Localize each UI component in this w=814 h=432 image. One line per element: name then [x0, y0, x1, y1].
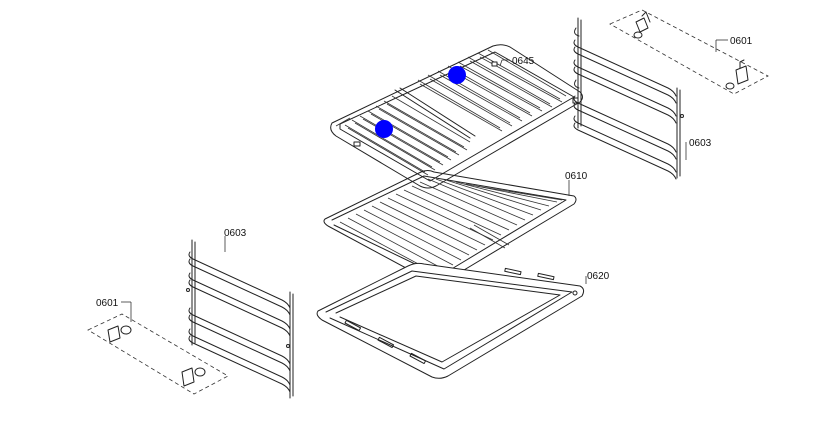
fixing-kit-left-0601: [87, 313, 229, 395]
marker-dot-lower: [375, 120, 393, 138]
leader-lines: [121, 39, 728, 322]
label-0601-left: 0601: [96, 298, 119, 309]
grill-pan-0645: [330, 44, 583, 189]
label-0645: 0645: [512, 56, 535, 67]
marker-dot-upper: [448, 66, 466, 84]
side-rail-left-0603: [186, 239, 294, 399]
side-rail-right-0603: [573, 17, 684, 180]
fixing-kit-right-0601: [609, 9, 769, 95]
baking-tray-0620: [316, 262, 585, 379]
label-0610: 0610: [565, 171, 588, 182]
wire-shelf-0610: [323, 170, 577, 285]
label-0601-right: 0601: [730, 36, 753, 47]
label-0603-left: 0603: [224, 228, 247, 239]
label-0603-right: 0603: [689, 138, 712, 149]
label-0620: 0620: [587, 271, 610, 282]
